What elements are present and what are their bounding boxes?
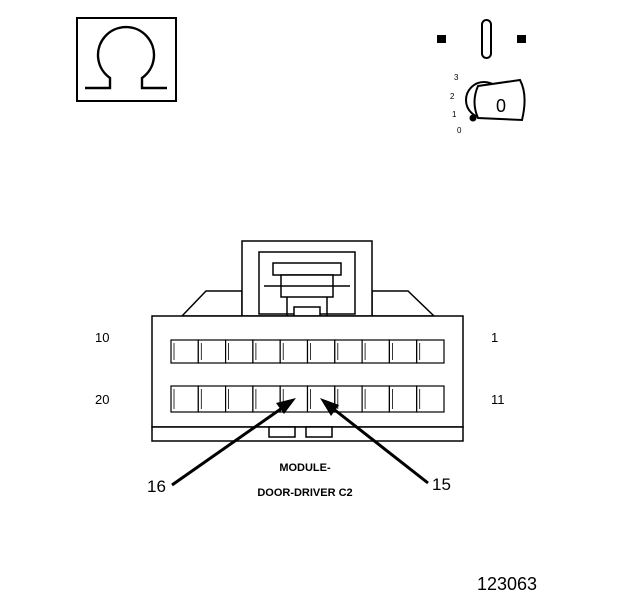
figure-number: 123063: [477, 574, 537, 594]
ohm-symbol-icon: [76, 17, 177, 102]
pin-row-bottom: [170, 385, 445, 413]
pin-cavity-8: [225, 339, 254, 364]
callout-arrow-16: [171, 398, 296, 487]
pin-label-20: 20: [95, 392, 109, 407]
key-label: 0: [496, 96, 506, 116]
pin-cavity-11: [416, 385, 445, 413]
pin-cavity-19: [197, 385, 227, 413]
ignition-position-2: 2: [450, 92, 455, 101]
pin-cavity-13: [361, 385, 391, 413]
pin-cavity-10: [170, 339, 199, 364]
callout-label-15: 15: [432, 475, 451, 494]
pin-cavity-7: [252, 339, 281, 364]
connector-name-line1: MODULE-: [279, 462, 331, 474]
pin-cavity-18: [225, 385, 254, 413]
pin-cavity-4: [334, 339, 363, 364]
callout-label-16: 16: [147, 477, 166, 496]
pin-cavity-1: [416, 339, 445, 364]
pin-cavity-12: [388, 385, 418, 413]
callout-arrow-15: [320, 398, 429, 485]
ignition-position-1: 1: [452, 110, 457, 119]
pin-cavity-17: [252, 385, 281, 413]
pin-cavity-3: [361, 339, 391, 364]
ignition-position-3: 3: [454, 73, 459, 82]
pin-label-11: 11: [491, 392, 505, 407]
pin-cavity-5: [306, 339, 336, 364]
pin-label-10: 10: [95, 330, 109, 345]
pin-cavity-9: [197, 339, 227, 364]
pin-cavity-20: [170, 385, 199, 413]
pin-cavity-6: [279, 339, 309, 364]
ignition-position-0: 0: [457, 126, 462, 135]
pin-row-top: [170, 339, 445, 364]
connector-name-line2: DOOR-DRIVER C2: [257, 487, 352, 499]
ignition-key-icon: 3 2 1 0 0: [437, 19, 526, 135]
pin-cavity-14: [334, 385, 363, 413]
pin-label-1: 1: [491, 330, 498, 345]
pin-cavity-2: [388, 339, 418, 364]
